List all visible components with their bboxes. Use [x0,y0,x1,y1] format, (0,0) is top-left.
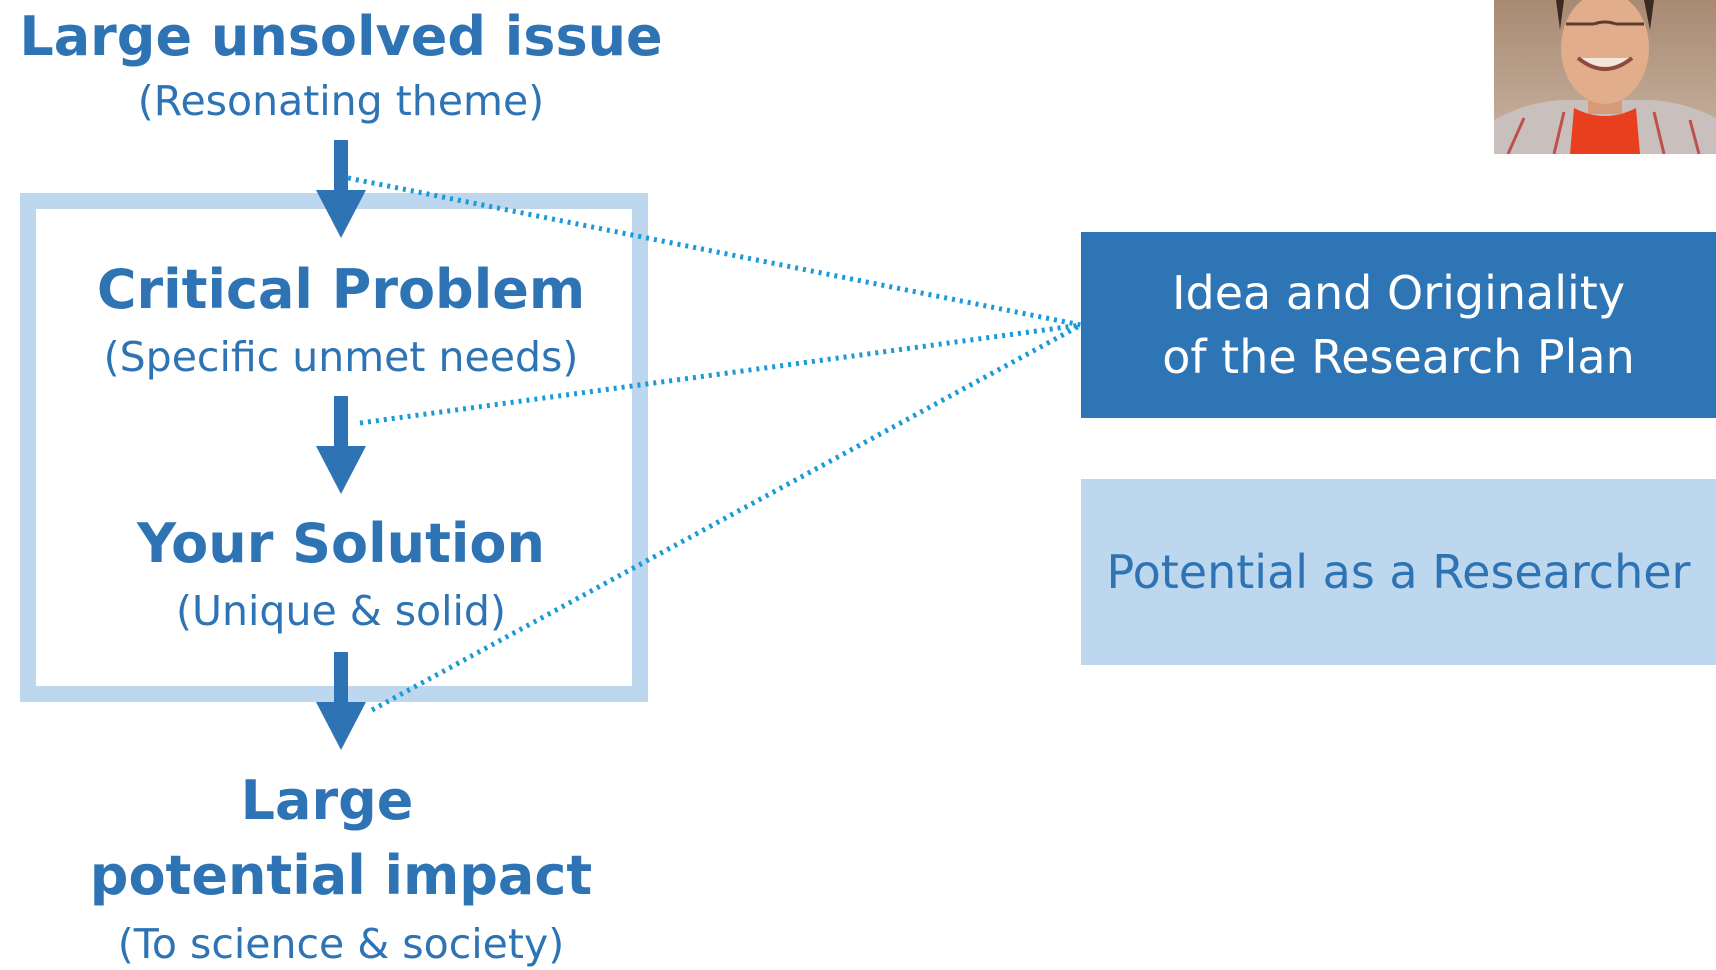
idea-box-line2: of the Research Plan [1162,330,1635,384]
impact-subtitle: (To science & society) [117,920,565,968]
impact-title-line2: potential impact [89,844,593,907]
idea-originality-box: Idea and Originality of the Research Pla… [1081,232,1716,418]
presenter-portrait-image [1494,0,1716,154]
researcher-potential-box: Potential as a Researcher [1081,479,1716,665]
dotted-link-problem [359,322,1082,426]
impact-title-line1: Large [240,769,414,832]
problem-subtitle: (Specific unmet needs) [103,333,579,381]
idea-box-line1: Idea and Originality [1171,266,1626,320]
arrow-solution-to-impact [316,652,366,750]
dotted-link-issue [347,175,1082,328]
solution-subtitle: (Unique & solid) [176,587,506,635]
problem-title: Critical Problem [96,258,586,321]
arrow-problem-to-solution [316,396,366,494]
presenter-photo [1494,0,1716,154]
potential-box-label: Potential as a Researcher [1106,545,1691,599]
arrow-issue-to-problem [316,140,366,238]
issue-subtitle: (Resonating theme) [137,77,545,125]
highlight-frame [20,193,648,702]
dotted-link-impact [370,322,1083,713]
issue-title: Large unsolved issue [19,5,663,68]
solution-title: Your Solution [137,512,545,575]
